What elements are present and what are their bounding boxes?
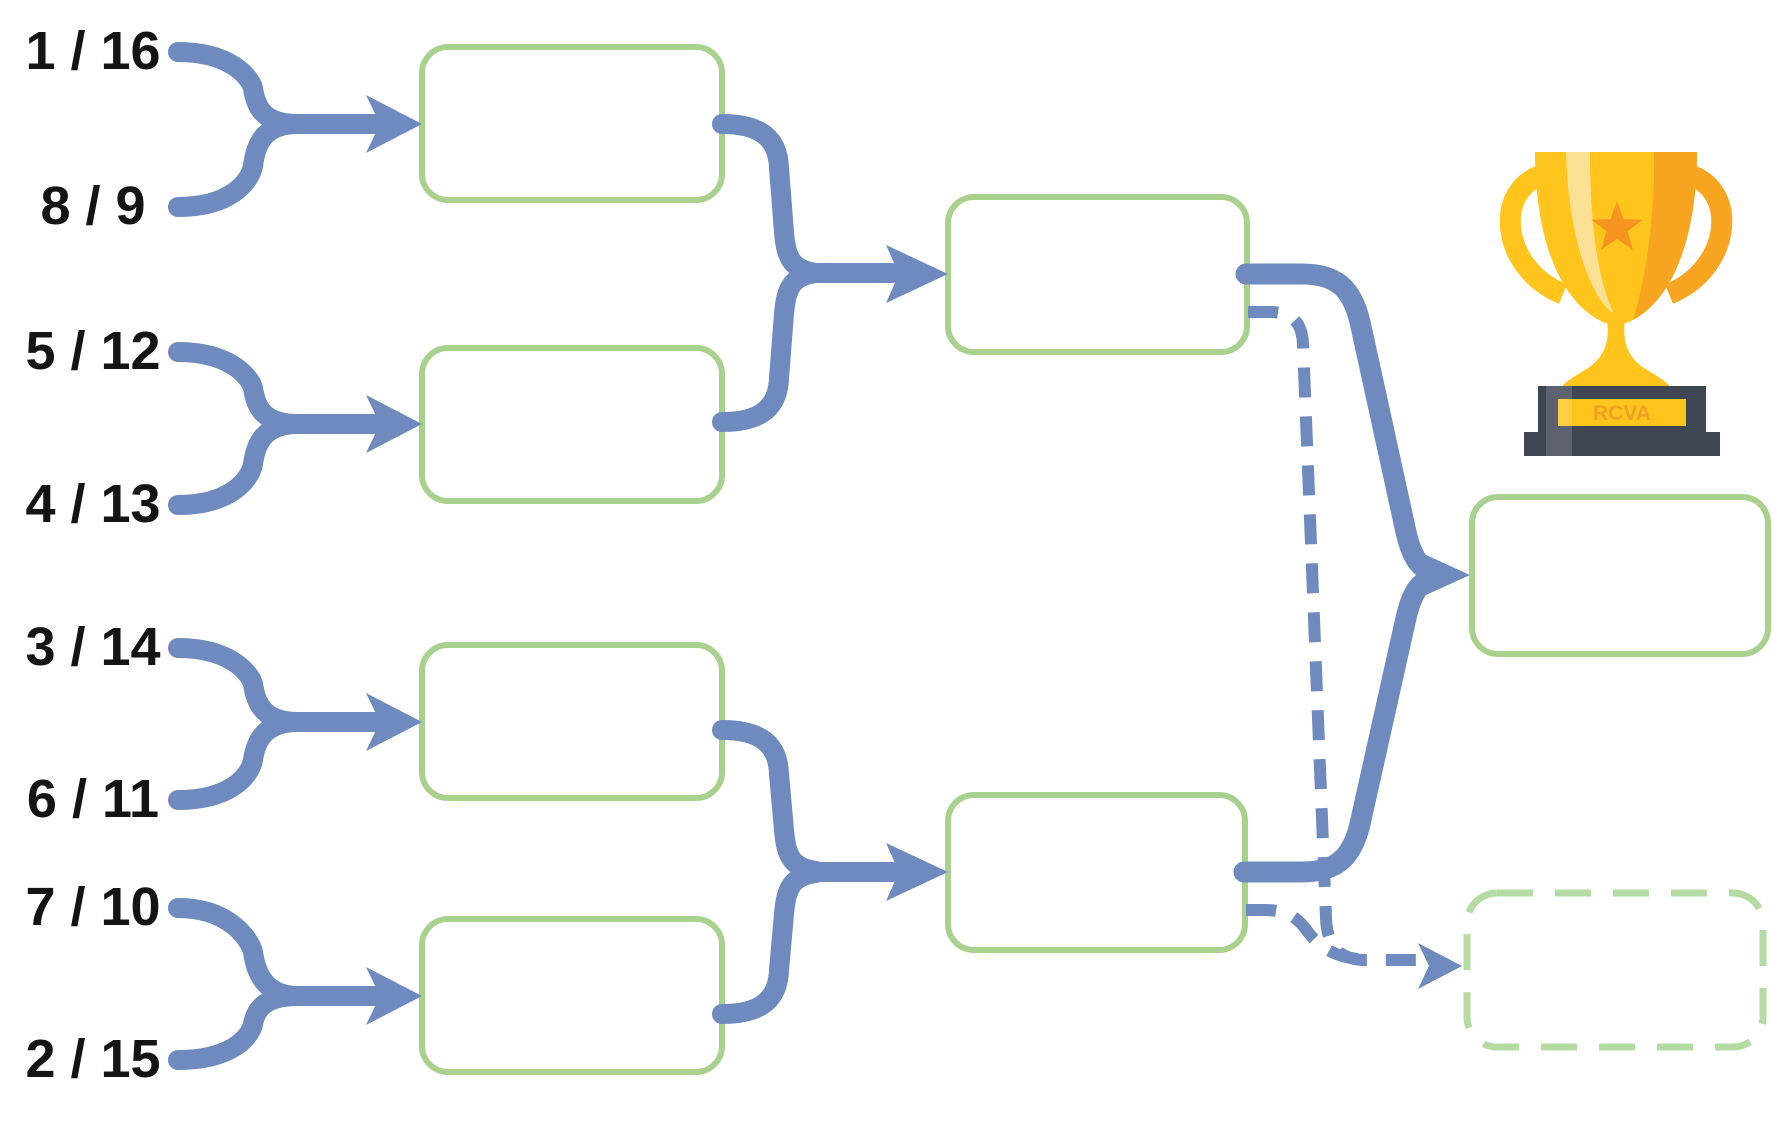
seed-label-3-14: 3 / 14 (25, 617, 160, 677)
merge-connector-pair-2 (168, 342, 388, 515)
winner-slot-match-1[interactable] (419, 44, 725, 203)
seed-label-5-12: 5 / 12 (25, 321, 160, 381)
dashed-connector-from-semifinal-2 (1246, 904, 1359, 965)
trophy-star-icon (1591, 201, 1643, 250)
trophy-left-handle (1499, 162, 1568, 304)
connector-matches-to-semifinal-1 (712, 114, 902, 432)
seed-label-6-11: 6 / 11 (27, 769, 159, 829)
merge-connector-pair-3 (168, 638, 388, 810)
connector-bottom-curve (168, 712, 308, 810)
trophy-base-bottom (1524, 432, 1720, 456)
merge-connector-pair-4 (168, 898, 388, 1070)
third-place-dashed-connectors (1246, 306, 1420, 966)
seed-label-4-13: 4 / 13 (25, 474, 160, 534)
connector-bottom-curve (712, 263, 826, 432)
seed-label-7-10: 7 / 10 (25, 877, 160, 937)
winner-slot-semifinal-2[interactable] (945, 792, 1248, 953)
seed-label-2-15: 2 / 15 (25, 1029, 160, 1089)
arrowhead-icon (366, 395, 422, 453)
dashed-arrowhead-icon (1418, 943, 1462, 989)
third-place-slot[interactable] (1463, 889, 1767, 1051)
connector-top-curve (712, 720, 826, 881)
connector-top-curve (1235, 263, 1453, 585)
connector-bottom-curve (168, 114, 308, 217)
winner-slot-match-2[interactable] (419, 345, 725, 504)
connector-matches-to-semifinal-2 (712, 720, 902, 1024)
trophy-right-handle (1664, 162, 1733, 304)
arrow-heads (366, 95, 1470, 1025)
trophy-cup-highlight (1566, 152, 1614, 314)
arrowhead-icon (366, 95, 422, 153)
seed-label-column: 1 / 16 8 / 9 5 / 12 4 / 13 3 / 14 6 / 11… (25, 21, 160, 1089)
arrowhead-icon (1404, 545, 1470, 605)
connector-top-curve (168, 42, 308, 134)
connector-semifinals-to-final (1233, 263, 1453, 883)
arrowhead-icon (366, 967, 422, 1025)
seed-label-1-16: 1 / 16 (25, 21, 160, 81)
trophy-cup-shade-stripe (1633, 152, 1697, 320)
arrowhead-icon (366, 693, 422, 751)
round1-connectors (168, 42, 1453, 1070)
connector-bottom-curve (1233, 565, 1453, 883)
connector-bottom-curve (712, 863, 826, 1024)
winner-slot-match-3[interactable] (419, 642, 725, 801)
trophy-plaque-text: RCVA (1593, 402, 1651, 425)
connector-top-curve (168, 898, 308, 1006)
trophy-icon: RCVA (1499, 152, 1733, 456)
arrowhead-icon (886, 245, 948, 303)
trophy-stem (1560, 320, 1672, 390)
winner-slot-match-4[interactable] (419, 916, 725, 1075)
connector-bottom-curve (168, 414, 308, 515)
trophy-plaque (1558, 399, 1686, 426)
connector-top-curve (168, 638, 308, 732)
trophy-base-sheen (1546, 386, 1572, 456)
seed-label-8-9: 8 / 9 (40, 176, 145, 236)
connector-top-curve (712, 114, 826, 283)
merge-connector-pair-1 (168, 42, 388, 217)
champion-slot[interactable] (1469, 494, 1771, 657)
arrowhead-icon (886, 843, 948, 901)
winner-slot-semifinal-1[interactable] (945, 194, 1250, 355)
connector-top-curve (168, 342, 308, 434)
